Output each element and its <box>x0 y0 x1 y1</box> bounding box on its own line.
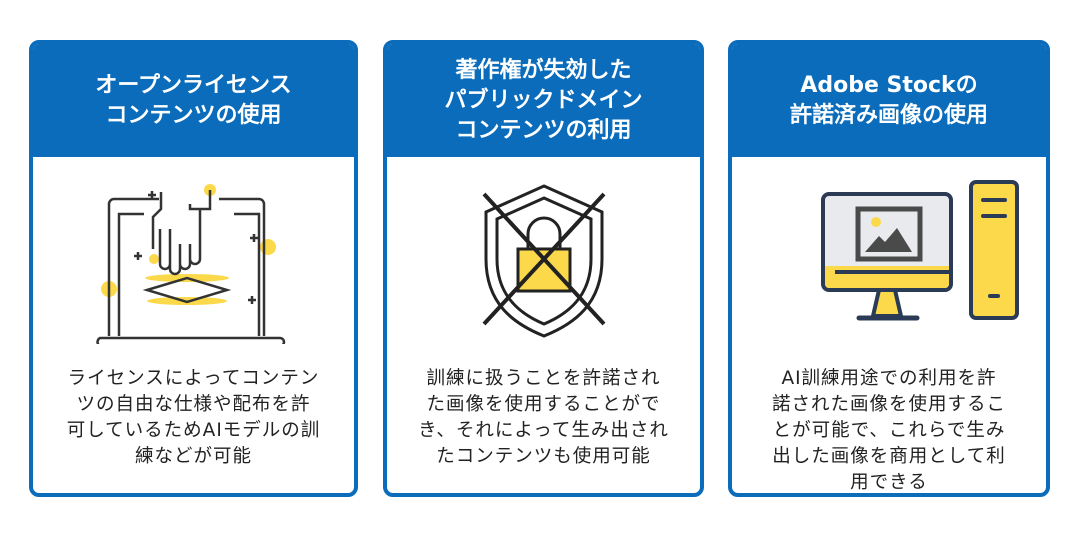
card-adobe-stock: Adobe Stockの 許諾済み画像の使用 AI訓練用途での利用を許 諾された… <box>728 40 1050 497</box>
laptop-hand-icon <box>33 174 354 344</box>
description-line: AI訓練用途での利用を許 <box>781 368 997 389</box>
description-line: 訓練に扱うことを許諾され <box>426 368 661 389</box>
shield-lock-crossed-icon <box>387 174 700 344</box>
description-line: ツの自由な仕様や配布を許 <box>76 394 311 415</box>
card-description: 訓練に扱うことを許諾され た画像を使用することがで き、それによって生み出され … <box>397 366 690 470</box>
card-title: 著作権が失効した パブリックドメイン コンテンツの利用 <box>387 44 700 157</box>
card-open-license: オープンライセンス コンテンツの使用 ライセンスによってコンテン ツの自由な仕様… <box>29 40 358 497</box>
title-line: コンテンツの利用 <box>455 117 632 143</box>
card-description: AI訓練用途での利用を許 諾された画像を使用するこ とが可能で、これらで生み 出… <box>742 366 1036 493</box>
description-line: 可しているためAIモデルの訓 <box>66 420 321 441</box>
card-title: オープンライセンス コンテンツの使用 <box>33 44 354 157</box>
title-line: 著作権が失効した <box>455 57 632 83</box>
desktop-computer-icon <box>732 174 1046 344</box>
description-line: ライセンスによってコンテン <box>67 368 320 389</box>
description-line: たコンテンツも使用可能 <box>436 446 651 467</box>
card-public-domain: 著作権が失効した パブリックドメイン コンテンツの利用 訓練に扱うことを許諾され… <box>383 40 704 497</box>
title-line: Adobe Stockの <box>800 72 978 98</box>
card-title: Adobe Stockの 許諾済み画像の使用 <box>732 44 1046 157</box>
description-line: 練などが可能 <box>134 446 252 467</box>
title-line: オープンライセンス <box>95 72 292 98</box>
title-line: 許諾済み画像の使用 <box>789 102 988 128</box>
description-line: とが可能で、これらで生み <box>772 420 1006 441</box>
description-line: 用できる <box>850 472 928 493</box>
title-line: パブリックドメイン <box>444 87 643 113</box>
title-line: コンテンツの使用 <box>105 102 282 128</box>
description-line: 諾された画像を使用するこ <box>771 394 1006 415</box>
description-line: 出した画像を商用として利 <box>772 446 1006 467</box>
description-line: た画像を使用することがで <box>426 394 661 415</box>
card-description: ライセンスによってコンテン ツの自由な仕様や配布を許 可しているためAIモデルの… <box>43 366 344 470</box>
description-line: き、それによって生み出され <box>418 420 669 441</box>
